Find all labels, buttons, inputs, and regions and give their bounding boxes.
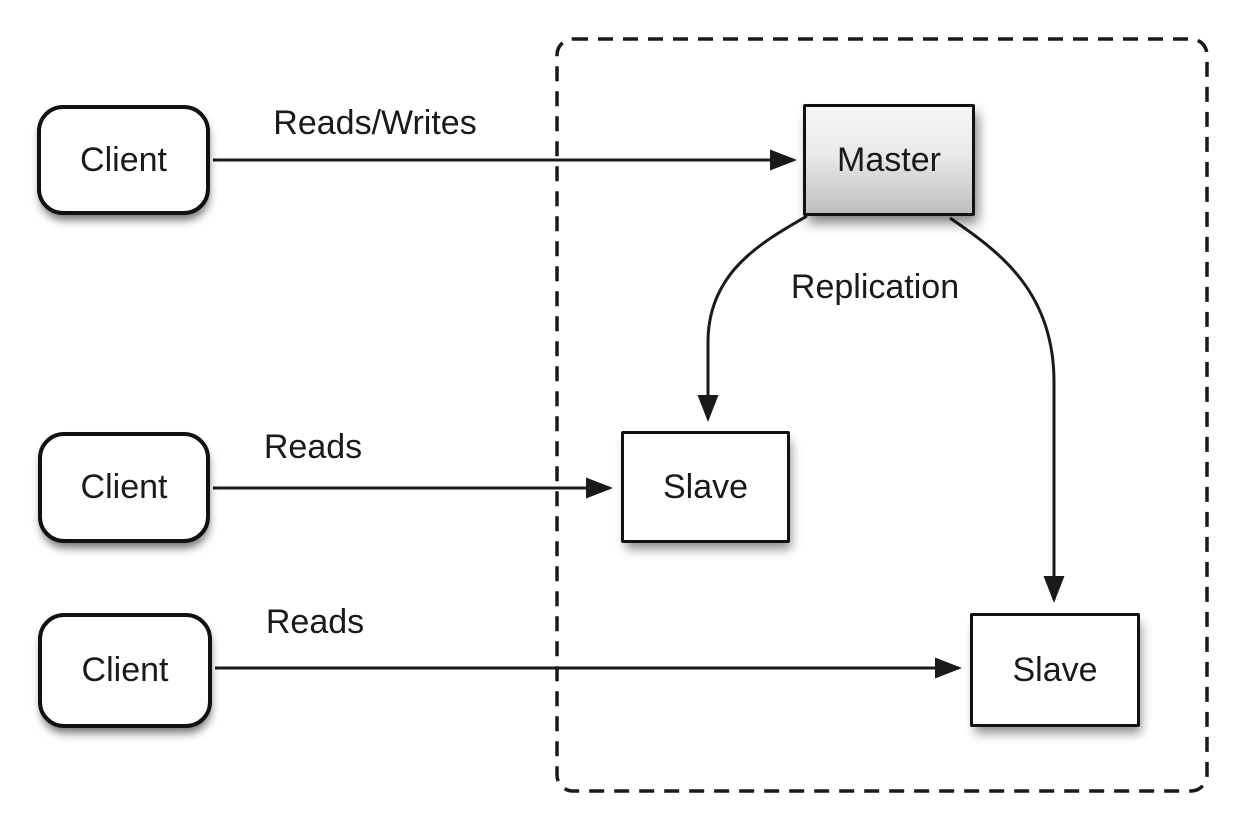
node-client-3-label: Client — [81, 651, 169, 689]
node-client-1: Client — [37, 105, 210, 215]
node-slave-2: Slave — [970, 613, 1140, 727]
arrow-master-to-slave1 — [697, 214, 808, 422]
edge-label-reads-writes: Reads/Writes — [273, 104, 477, 142]
edge-label-reads-middle: Reads — [263, 428, 363, 466]
replication-boundary-box — [555, 37, 1209, 793]
node-master: Master — [803, 104, 975, 216]
node-slave-2-label: Slave — [1012, 650, 1098, 689]
node-slave-1: Slave — [621, 431, 790, 543]
arrow-master-to-slave2 — [949, 216, 1065, 603]
node-client-2-label: Client — [80, 468, 168, 506]
node-client-3: Client — [38, 613, 212, 728]
node-slave-1-label: Slave — [662, 467, 749, 506]
node-client-1-label: Client — [80, 140, 167, 179]
node-master-label: Master — [837, 140, 941, 179]
edge-label-replication: Replication — [790, 268, 960, 306]
node-client-2: Client — [38, 432, 210, 543]
edge-label-reads-bottom: Reads — [265, 603, 365, 641]
